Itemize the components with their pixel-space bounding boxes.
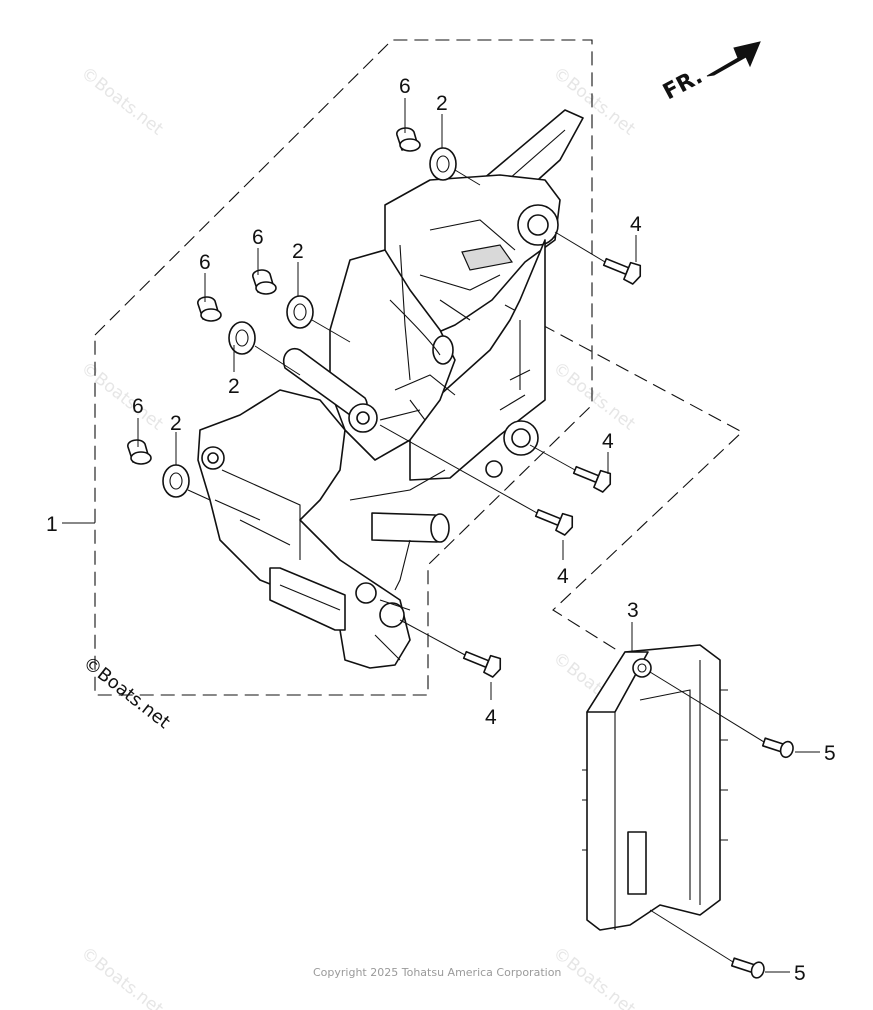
callout-2: 2 [228,375,240,398]
callout-1: 1 [46,513,58,536]
leader-lines [62,98,820,973]
unit-boundary [504,304,743,653]
watermark-text: ©Boats.net [77,63,167,139]
screw-parts [730,737,794,979]
callout-3: 3 [627,599,639,622]
direction-label: FR. [659,64,707,105]
callout-5: 5 [824,742,836,765]
callout-6: 6 [252,226,264,249]
grommet-parts [162,147,457,498]
callout-4: 4 [630,213,642,236]
watermark-text: ©Boats.net [77,358,167,434]
direction-arrow-icon [706,41,761,77]
callout-6: 6 [199,251,211,274]
callout-2: 2 [292,240,304,263]
callout-numbers: 1 2 2 2 2 3 4 4 4 4 5 5 6 6 6 6 [46,75,836,985]
callout-4: 4 [602,430,614,453]
watermark-logo: ©Boats.net [79,652,174,733]
copyright-notice: Copyright 2025 Tohatsu America Corporati… [313,966,561,979]
callout-6: 6 [399,75,411,98]
bracket-assembly [197,109,584,669]
callout-2: 2 [436,92,448,115]
bolt-parts [462,257,642,678]
callout-4: 4 [557,565,569,588]
front-direction-indicator: FR. [659,41,761,105]
control-unit [582,644,728,931]
callout-2: 2 [170,412,182,435]
callout-6: 6 [132,395,144,418]
watermark-text: ©Boats.net [549,943,639,1010]
callout-4: 4 [485,706,497,729]
callout-5: 5 [794,962,806,985]
collar-parts [127,127,421,465]
watermark-text: ©Boats.net [77,943,167,1010]
assembly-boundary [94,39,593,696]
